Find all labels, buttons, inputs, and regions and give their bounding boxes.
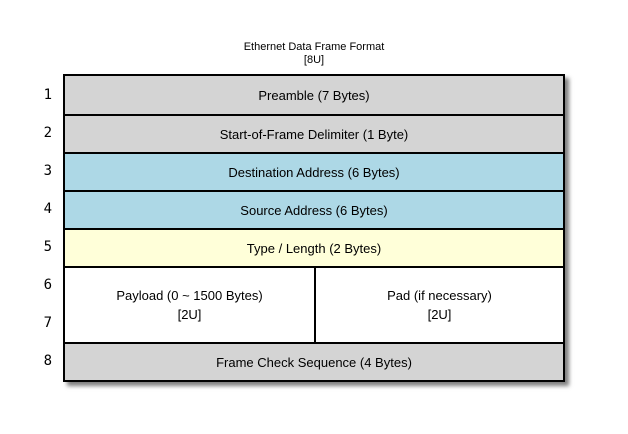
cell-pad-label: Pad (if necessary) — [387, 288, 492, 303]
cell-payload-label: Payload (0 ~ 1500 Bytes) — [116, 288, 263, 303]
cell-pad-unit: [2U] — [427, 307, 452, 322]
row-payload-pad: Payload (0 ~ 1500 Bytes) [2U] Pad (if ne… — [65, 266, 563, 342]
row-source-address: Source Address (6 Bytes) — [65, 190, 563, 228]
row-number-6: 6 — [43, 277, 52, 293]
row-type-length: Type / Length (2 Bytes) — [65, 228, 563, 266]
row-number-5: 5 — [43, 239, 52, 255]
row-preamble: Preamble (7 Bytes) — [65, 76, 563, 114]
row-number-7: 7 — [43, 315, 52, 331]
row-preamble-label: Preamble (7 Bytes) — [258, 87, 370, 103]
row-start-of-frame-delimiter: Start-of-Frame Delimiter (1 Byte) — [65, 114, 563, 152]
diagram-title: Ethernet Data Frame Format — [243, 41, 385, 53]
row-frame-check-sequence: Frame Check Sequence (4 Bytes) — [65, 342, 563, 380]
row-number-3: 3 — [43, 163, 52, 179]
cell-payload-unit: [2U] — [177, 307, 202, 322]
diagram-subtitle: [8U] — [303, 54, 325, 66]
row-number-2: 2 — [43, 125, 52, 141]
cell-pad: Pad (if necessary) [2U] — [314, 268, 563, 342]
row-destination-address-label: Destination Address (6 Bytes) — [228, 164, 400, 180]
row-number-8: 8 — [43, 353, 52, 369]
row-source-address-label: Source Address (6 Bytes) — [240, 202, 388, 218]
title-block: Ethernet Data Frame Format [8U] — [63, 41, 565, 67]
cell-payload: Payload (0 ~ 1500 Bytes) [2U] — [65, 268, 314, 342]
row-destination-address: Destination Address (6 Bytes) — [65, 152, 563, 190]
row-number-1: 1 — [43, 87, 52, 103]
row-start-of-frame-delimiter-label: Start-of-Frame Delimiter (1 Byte) — [219, 126, 409, 142]
row-number-4: 4 — [43, 201, 52, 217]
ethernet-frame-table: Preamble (7 Bytes) Start-of-Frame Delimi… — [63, 74, 565, 382]
row-type-length-label: Type / Length (2 Bytes) — [246, 240, 382, 256]
row-frame-check-sequence-label: Frame Check Sequence (4 Bytes) — [216, 354, 412, 370]
